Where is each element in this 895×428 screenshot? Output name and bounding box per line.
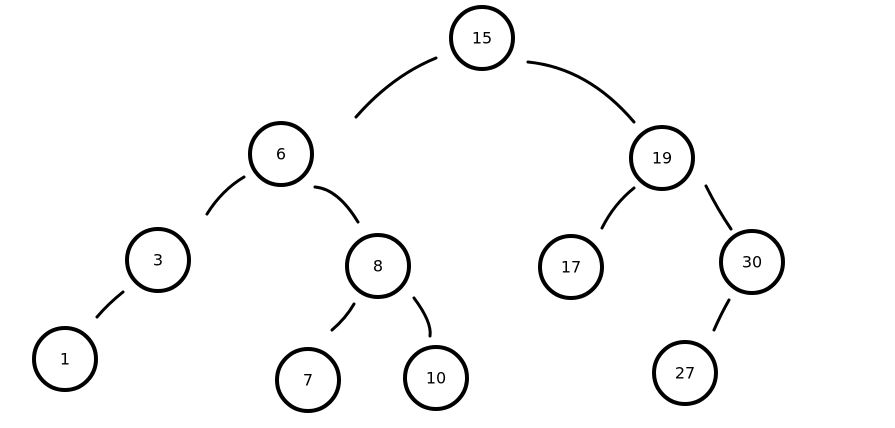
tree-node-6: 6 [248,121,314,187]
tree-node-27: 27 [652,340,718,406]
tree-node-17: 17 [538,234,604,300]
tree-node-7: 7 [275,347,341,413]
node-label: 6 [276,145,286,164]
edge-19-30 [704,184,733,231]
node-label: 27 [675,364,695,383]
node-circle [449,5,515,71]
node-label: 3 [153,251,163,270]
tree-node-10: 10 [403,345,469,411]
node-circle [719,229,785,295]
node-circle [403,345,469,411]
edge-3-1 [95,290,125,319]
edge-6-8 [313,185,360,224]
node-label: 10 [426,369,446,388]
edge-8-10 [412,296,432,338]
node-label: 30 [742,253,762,272]
node-circle [652,340,718,406]
node-label: 19 [652,149,672,168]
tree-edges [95,56,733,338]
node-circle [629,125,695,191]
tree-node-15: 15 [449,5,515,71]
tree-nodes: 15 6 19 3 8 17 30 1 [32,5,785,413]
edge-15-19 [526,60,636,124]
tree-node-19: 19 [629,125,695,191]
node-circle [345,233,411,299]
node-circle [125,227,191,293]
node-label: 15 [472,29,492,48]
node-label: 7 [303,371,313,390]
node-circle [275,347,341,413]
node-label: 1 [60,350,70,369]
tree-node-3: 3 [125,227,191,293]
tree-node-1: 1 [32,326,98,392]
edge-6-3 [205,175,246,216]
node-circle [32,326,98,392]
node-label: 8 [373,257,383,276]
node-label: 17 [561,258,581,277]
edge-8-7 [330,302,356,332]
tree-node-8: 8 [345,233,411,299]
node-circle [248,121,314,187]
tree-node-30: 30 [719,229,785,295]
edge-30-27 [712,298,731,332]
edge-19-17 [600,186,636,230]
node-circle [538,234,604,300]
edge-15-6 [354,56,438,119]
